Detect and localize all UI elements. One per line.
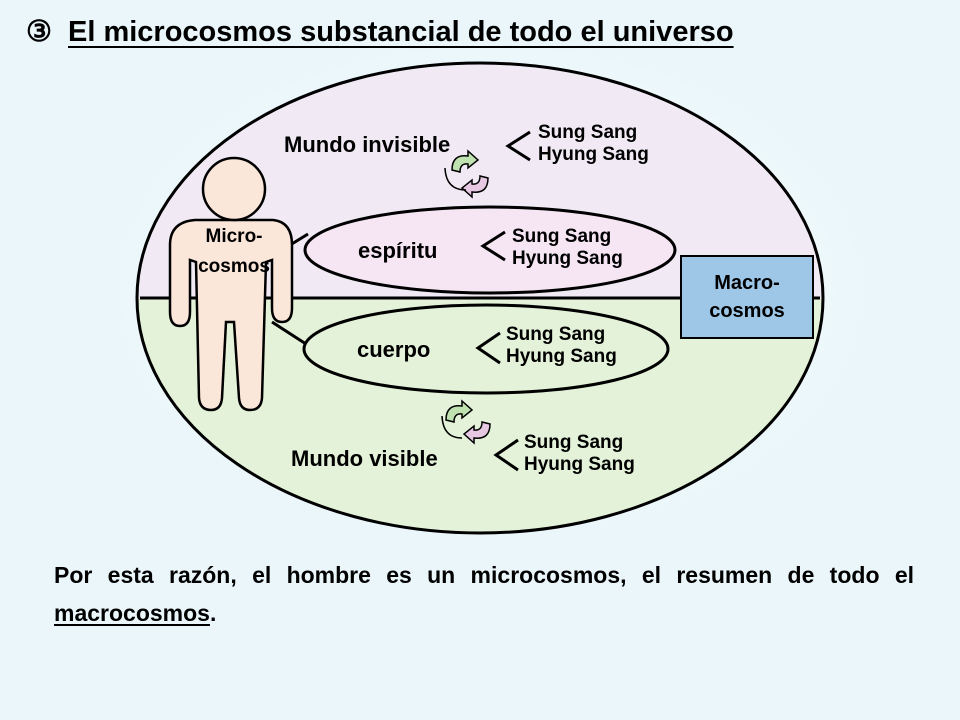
body-items: Sung Sang Hyung Sang	[506, 324, 617, 368]
human-figure-icon	[168, 156, 294, 412]
conclusion-text: Por esta razón, el hombre es un microcos…	[54, 562, 914, 588]
invisible-sung-sang: Sung Sang	[538, 122, 638, 143]
invisible-world-items: Sung Sang Hyung Sang	[538, 122, 649, 166]
macrocosm-line1: Macro-	[714, 272, 780, 294]
body-connector	[271, 320, 307, 346]
invisible-branch-bracket	[505, 130, 531, 162]
microcosm-line1: Micro-	[205, 226, 263, 247]
microcosm-line2: cosmos	[198, 256, 270, 277]
title-text: El microcosmos substancial de todo el un…	[68, 16, 734, 48]
macrocosm-box: Macro- cosmos	[680, 255, 814, 339]
visible-world-label: Mundo visible	[291, 446, 438, 471]
conclusion-highlight: macrocosmos	[54, 600, 210, 626]
body-ellipse	[302, 303, 670, 395]
universe-ellipse	[135, 61, 825, 535]
spirit-hyung-sang: Hyung Sang	[512, 248, 623, 269]
conclusion-paragraph: Por esta razón, el hombre es un microcos…	[54, 556, 914, 632]
spirit-label: espíritu	[358, 238, 438, 263]
cycle-arrows-bottom-icon	[441, 399, 491, 445]
spirit-items: Sung Sang Hyung Sang	[512, 226, 623, 270]
body-branch-bracket	[475, 331, 501, 365]
microcosm-label: Micro- cosmos	[178, 222, 290, 282]
visible-world-items: Sung Sang Hyung Sang	[524, 432, 635, 476]
visible-branch-bracket	[493, 438, 519, 472]
page-title: ③ El microcosmos substancial de todo el u…	[26, 14, 734, 49]
visible-sung-sang: Sung Sang	[524, 432, 624, 453]
cycle-arrows-top-icon	[444, 149, 489, 199]
body-hyung-sang: Hyung Sang	[506, 346, 617, 367]
invisible-hyung-sang: Hyung Sang	[538, 144, 649, 165]
spirit-sung-sang: Sung Sang	[512, 226, 612, 247]
title-number: ③	[26, 16, 52, 48]
conclusion-period: .	[209, 600, 217, 626]
visible-hyung-sang: Hyung Sang	[524, 454, 635, 475]
invisible-world-label: Mundo invisible	[284, 132, 451, 157]
body-label: cuerpo	[357, 337, 431, 362]
body-sung-sang: Sung Sang	[506, 324, 606, 345]
macrocosm-line2: cosmos	[709, 300, 785, 322]
spirit-branch-bracket	[480, 230, 506, 262]
